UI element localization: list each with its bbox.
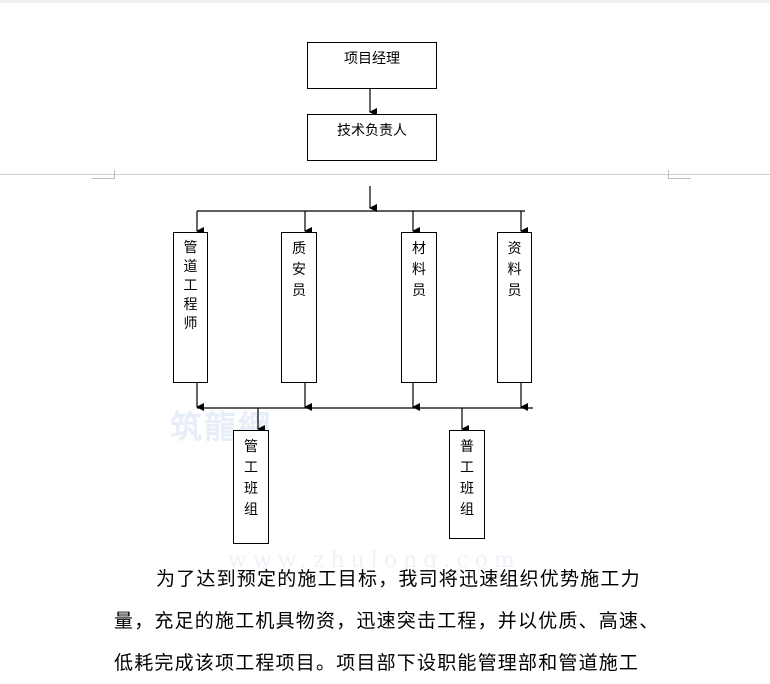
- paragraph-line: 低耗完成该项工程项目。项目部下设职能管理部和管道施工: [114, 652, 640, 674]
- pipeline-engineer-box: 管 道 工 程 师: [173, 232, 208, 383]
- pipe-team-box: 管 工 班 组: [233, 430, 269, 544]
- body-paragraph: 为了达到预定的施工目标，我司将迅速组织优势施工力 量，充足的施工机具物资，迅速突…: [114, 558, 674, 684]
- role-char: 安: [292, 262, 306, 278]
- team-char: 普: [460, 439, 474, 455]
- role-char: 料: [507, 262, 522, 278]
- project-manager-label: 项目经理: [344, 51, 400, 67]
- role-char: 材: [412, 241, 426, 257]
- role-char: 管: [183, 240, 198, 256]
- role-char: 员: [507, 283, 522, 299]
- page-top-edge: [0, 0, 770, 3]
- role-char: 师: [183, 316, 198, 332]
- role-char: 员: [292, 283, 306, 299]
- margin-corner-mark-left: [92, 170, 115, 179]
- role-char: 料: [412, 262, 426, 278]
- project-manager-box: 项目经理: [307, 42, 437, 89]
- team-char: 工: [460, 460, 474, 476]
- role-char: 质: [292, 241, 306, 257]
- role-char: 员: [412, 283, 426, 299]
- team-char: 班: [244, 481, 258, 497]
- general-team-box: 普 工 班 组: [449, 430, 485, 539]
- page-break-line: [0, 174, 770, 175]
- tech-lead-box: 技术负责人: [307, 114, 437, 161]
- role-char: 工: [183, 278, 198, 294]
- watermark-url: www.zhulong.com: [228, 548, 521, 573]
- paragraph-line: 量，充足的施工机具物资，迅速突击工程，并以优质、高速、: [114, 610, 660, 632]
- documents-box: 资 料 员: [497, 232, 532, 383]
- team-char: 班: [460, 481, 474, 497]
- role-char: 程: [183, 297, 198, 313]
- quality-safety-box: 质 安 员: [281, 232, 317, 383]
- margin-corner-mark-right: [668, 170, 691, 179]
- paragraph-line: 为了达到预定的施工目标，我司将迅速组织优势施工力: [114, 558, 674, 600]
- team-char: 工: [244, 460, 258, 476]
- team-char: 组: [460, 502, 474, 518]
- paragraph-line-text: 为了达到预定的施工目标，我司将迅速组织优势施工力: [156, 568, 641, 590]
- role-char: 道: [183, 259, 198, 275]
- team-char: 管: [244, 439, 258, 455]
- tech-lead-label: 技术负责人: [337, 123, 407, 139]
- materials-box: 材 料 员: [401, 232, 437, 383]
- team-char: 组: [244, 502, 258, 518]
- role-char: 资: [507, 241, 522, 257]
